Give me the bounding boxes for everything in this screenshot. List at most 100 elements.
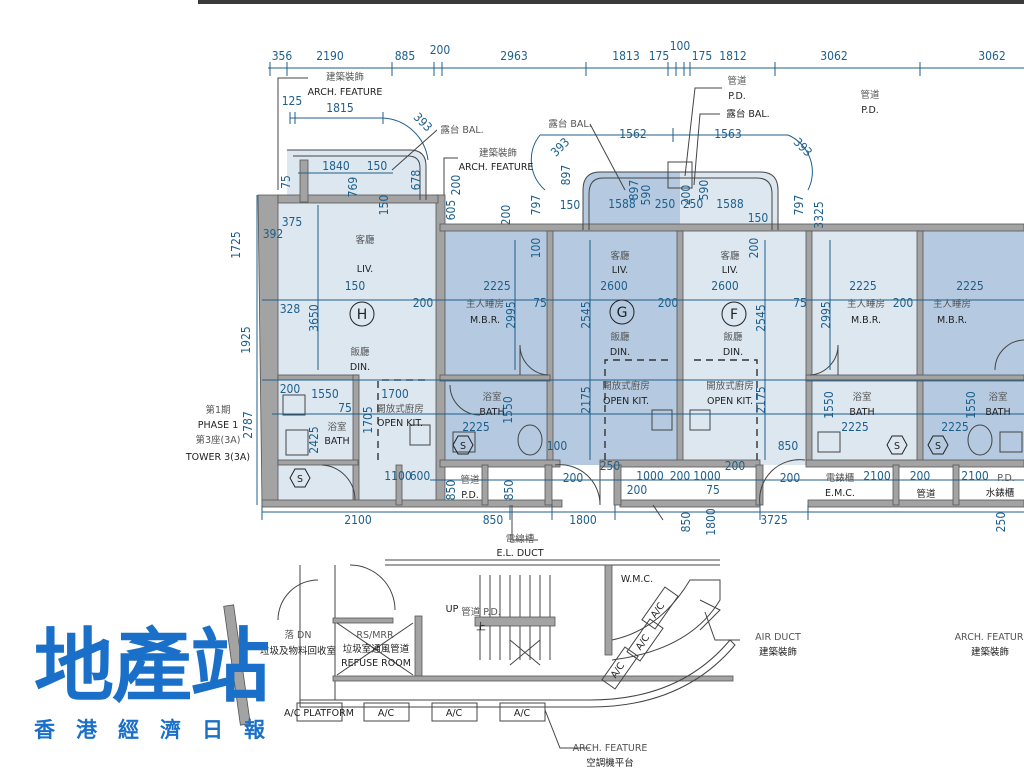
plan-label: 浴室 bbox=[327, 421, 346, 433]
dimension-label: 75 bbox=[338, 401, 352, 415]
dimension-label: 100 bbox=[670, 39, 691, 53]
plan-label: 第1期 bbox=[205, 404, 230, 416]
plan-label: 建築裝飾 bbox=[759, 646, 797, 658]
plan-label: A/C bbox=[634, 632, 653, 652]
dimension-label: 200 bbox=[449, 175, 463, 196]
plan-label: 露台 BAL. bbox=[548, 118, 591, 130]
sink-marker-letter: S bbox=[460, 441, 466, 452]
plan-label: 建築裝飾 bbox=[326, 71, 364, 83]
dimension-label: 125 bbox=[282, 94, 303, 108]
plan-label: REFUSE ROOM bbox=[341, 658, 411, 669]
sink-hex-icon bbox=[289, 468, 311, 488]
dimension-label: 3325 bbox=[812, 201, 826, 228]
doors bbox=[321, 339, 1024, 506]
plan-label: M.B.R. bbox=[937, 315, 967, 326]
dimension-label: 850 bbox=[444, 480, 458, 501]
plan-label: A/C bbox=[378, 708, 395, 719]
plan-label: 管道 bbox=[916, 488, 936, 500]
plan-label: TOWER 3(3A) bbox=[185, 452, 250, 463]
plan-label: M.B.R. bbox=[470, 315, 500, 326]
dimension-label: 1000 bbox=[636, 469, 664, 483]
room-labels: 建築裝飾 ARCH. FEATURE 露台 BAL. 建築裝飾 ARCH. FEATUR… bbox=[185, 71, 1024, 768]
plan-label: ARCH. FEATURE bbox=[459, 162, 534, 173]
dimension-label: 2545 bbox=[579, 301, 593, 328]
flat-marker-circle bbox=[721, 301, 747, 327]
walls bbox=[257, 149, 1024, 508]
plan-label: BATH bbox=[985, 407, 1010, 418]
dimension-label: 897 bbox=[627, 180, 641, 201]
plan-label: 第3座(3A) bbox=[196, 434, 241, 446]
unit-fills bbox=[268, 150, 1024, 505]
plan-label: A/C bbox=[514, 708, 531, 719]
dimension-label: 1588 bbox=[716, 197, 744, 211]
dimension-label: 2100 bbox=[863, 469, 891, 483]
dimension-label: 3725 bbox=[760, 513, 787, 527]
dimension-label: 850 bbox=[778, 439, 799, 453]
dimension-label: 200 bbox=[658, 296, 679, 310]
mbr-area-g bbox=[445, 230, 550, 465]
plan-label: M.B.R. bbox=[851, 315, 881, 326]
flat-e-area bbox=[920, 230, 1024, 465]
plan-label: BATH bbox=[849, 407, 874, 418]
dimension-label: 1815 bbox=[326, 101, 353, 115]
dimension-label: 200 bbox=[910, 469, 931, 483]
dimension-label: 393 bbox=[411, 110, 435, 134]
plan-label: PHASE 1 bbox=[198, 420, 238, 431]
dimension-label: 2225 bbox=[956, 279, 983, 293]
sink-hex-icon bbox=[927, 435, 949, 455]
plan-label: RS/MRR bbox=[356, 630, 394, 641]
flat-g-area bbox=[550, 230, 680, 465]
dimension-label: 1840 bbox=[322, 159, 350, 173]
plan-label: 飯廳 bbox=[723, 331, 743, 343]
dimension-label: 850 bbox=[679, 512, 693, 533]
dimension-label: 250 bbox=[683, 197, 704, 211]
dimension-label: 850 bbox=[483, 513, 504, 527]
dimension-label: 175 bbox=[692, 49, 713, 63]
logo-sub: 香港經濟日報 bbox=[34, 718, 286, 742]
plan-label: AIR DUCT bbox=[755, 632, 801, 643]
flat-f-balcony bbox=[680, 172, 778, 230]
dimension-label: 850 bbox=[502, 480, 516, 501]
dimension-label: 1588 bbox=[608, 197, 636, 211]
dimension-label: 2225 bbox=[849, 279, 876, 293]
dimension-label: 1725 bbox=[229, 231, 243, 258]
dimension-label: 2225 bbox=[483, 279, 510, 293]
dimension-label: 75 bbox=[279, 175, 293, 189]
plan-label: P.D. bbox=[861, 105, 879, 116]
sink-marker-letter: S bbox=[935, 441, 941, 452]
watermark-logo: 地產站 香港經濟日報 bbox=[34, 622, 294, 744]
plan-label: OPEN KIT. bbox=[707, 396, 753, 407]
plan-label: ARCH. FEATURE bbox=[955, 632, 1024, 643]
fixtures bbox=[282, 394, 1023, 456]
dimension-label: 2995 bbox=[819, 301, 833, 328]
dimension-label: 175 bbox=[649, 49, 670, 63]
dimension-label: 200 bbox=[679, 185, 693, 206]
sink-hex-icon bbox=[452, 435, 474, 455]
dimension-label: 150 bbox=[367, 159, 388, 173]
plan-label: DIN. bbox=[723, 347, 743, 358]
flat-marker-letter: H bbox=[357, 307, 368, 323]
plan-label: 建築裝飾 bbox=[971, 646, 1009, 658]
plan-label: 上 bbox=[476, 622, 486, 633]
logo-main: 地產站 bbox=[34, 620, 270, 713]
dimension-label: 3650 bbox=[307, 304, 321, 332]
dimension-label: 2425 bbox=[307, 426, 321, 453]
plan-label: P.D. bbox=[997, 473, 1015, 484]
dimension-label: 1563 bbox=[714, 127, 741, 141]
plan-label: 水錶櫃 bbox=[986, 487, 1015, 499]
plan-label: 管道 bbox=[460, 474, 480, 486]
dimension-label: 2225 bbox=[462, 420, 489, 434]
dimension-label: 75 bbox=[533, 296, 547, 310]
plan-label: DIN. bbox=[350, 362, 370, 373]
dimension-lines bbox=[256, 62, 1024, 520]
sink-marker-letter: S bbox=[894, 441, 900, 452]
plan-label: 浴室 bbox=[852, 391, 871, 403]
dimension-label: 2100 bbox=[961, 469, 989, 483]
dimension-label: 897 bbox=[559, 165, 573, 186]
dimension-label: 200 bbox=[780, 471, 801, 485]
dimension-label: 797 bbox=[792, 195, 806, 216]
dimension-label: 200 bbox=[413, 296, 434, 310]
dimension-label: 605 bbox=[444, 200, 458, 221]
lower-core bbox=[223, 559, 736, 726]
